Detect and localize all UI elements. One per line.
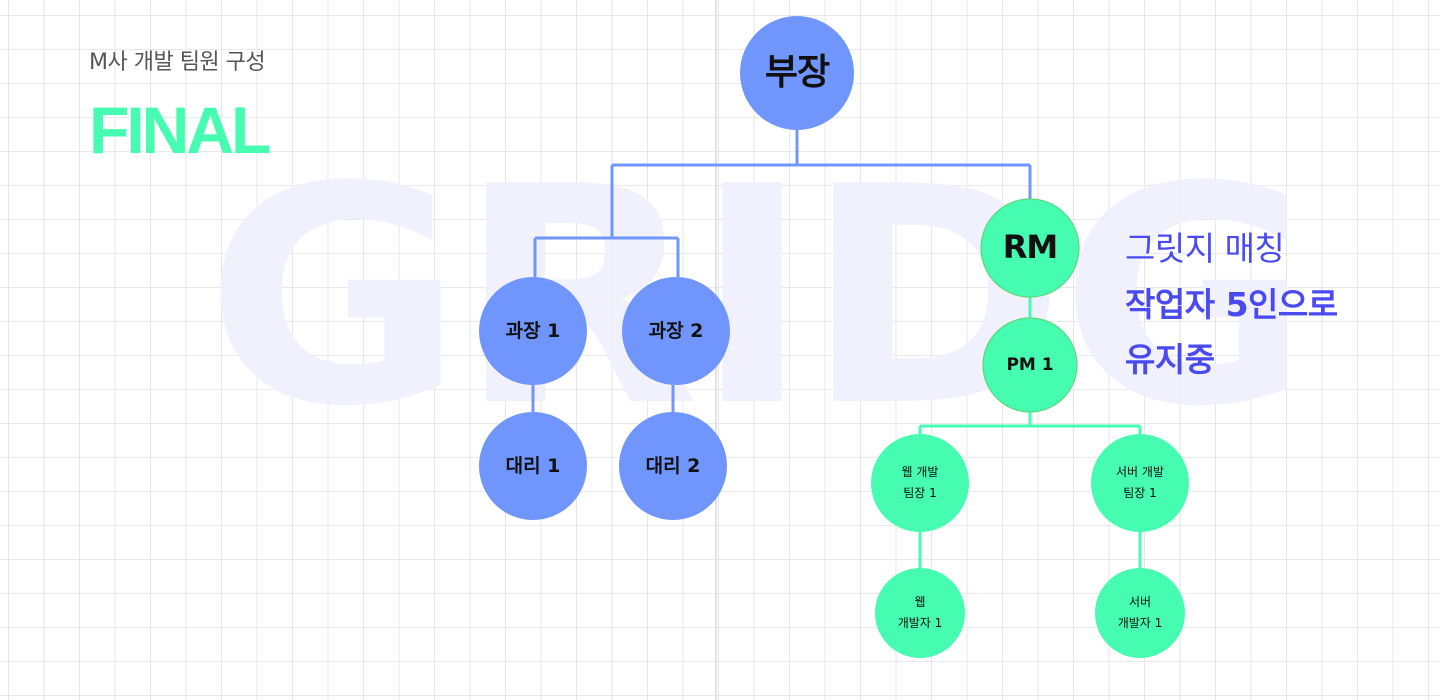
node-gwajang1 bbox=[479, 277, 587, 385]
node-server-lead bbox=[1091, 434, 1189, 532]
node-rm bbox=[980, 198, 1080, 298]
annotation-line-2: 작업자 5인으로 bbox=[1125, 285, 1338, 324]
node-web-dev bbox=[875, 568, 965, 658]
node-daeri1 bbox=[479, 412, 587, 520]
annotation-line-1: 그릿지 매칭 bbox=[1125, 229, 1285, 268]
node-circles bbox=[479, 16, 1189, 658]
node-pm1 bbox=[982, 317, 1078, 413]
node-web-lead bbox=[871, 434, 969, 532]
annotation-line-3: 유지중 bbox=[1125, 340, 1215, 379]
node-server-dev bbox=[1095, 568, 1185, 658]
connectors bbox=[531, 130, 1142, 568]
gridge-watermark: GRIDGE bbox=[205, 168, 1287, 428]
page-title: FINAL bbox=[89, 93, 271, 167]
node-daeri2 bbox=[619, 412, 727, 520]
node-bujang bbox=[740, 16, 854, 130]
node-gwajang2 bbox=[622, 277, 730, 385]
page-subtitle: M사 개발 팀원 구성 bbox=[89, 50, 266, 75]
